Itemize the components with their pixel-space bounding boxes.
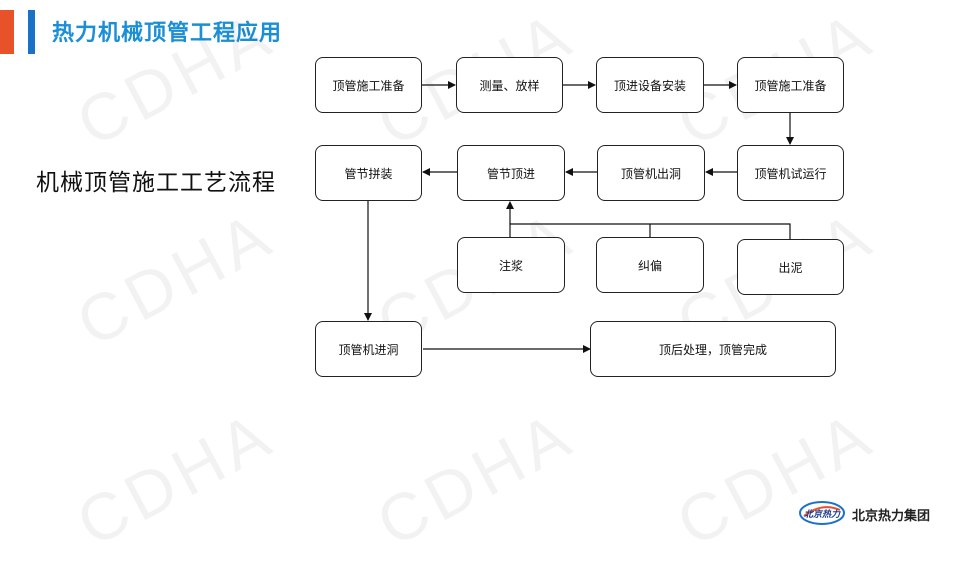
company-logo-icon: 北京热力 [799, 501, 845, 525]
accent-bar-orange [0, 10, 14, 54]
flow-node: 顶进设备安装 [596, 57, 704, 113]
svg-text:北京热力: 北京热力 [804, 509, 841, 520]
flow-node: 测量、放样 [456, 57, 563, 113]
page-title: 热力机械顶管工程应用 [52, 21, 283, 46]
flow-node-support: 出泥 [737, 239, 844, 295]
company-name: 北京热力集团 [852, 509, 931, 524]
flow-node: 顶管机出洞 [597, 145, 705, 201]
flow-node: 顶管施工准备 [737, 57, 844, 113]
flow-node-final: 顶后处理，顶管完成 [590, 321, 836, 377]
flow-node-support: 纠偏 [596, 237, 704, 293]
flow-node: 顶管机试运行 [737, 145, 844, 201]
flow-node: 顶管机进洞 [315, 321, 422, 377]
flow-connectors [364, 81, 794, 353]
flow-node: 顶管施工准备 [315, 57, 422, 113]
process-subtitle: 机械顶管施工工艺流程 [36, 170, 276, 196]
flow-node: 管节拼装 [315, 145, 422, 201]
flow-node: 管节顶进 [457, 145, 565, 201]
accent-bar-blue [28, 10, 35, 54]
flow-node-support: 注浆 [457, 237, 565, 293]
